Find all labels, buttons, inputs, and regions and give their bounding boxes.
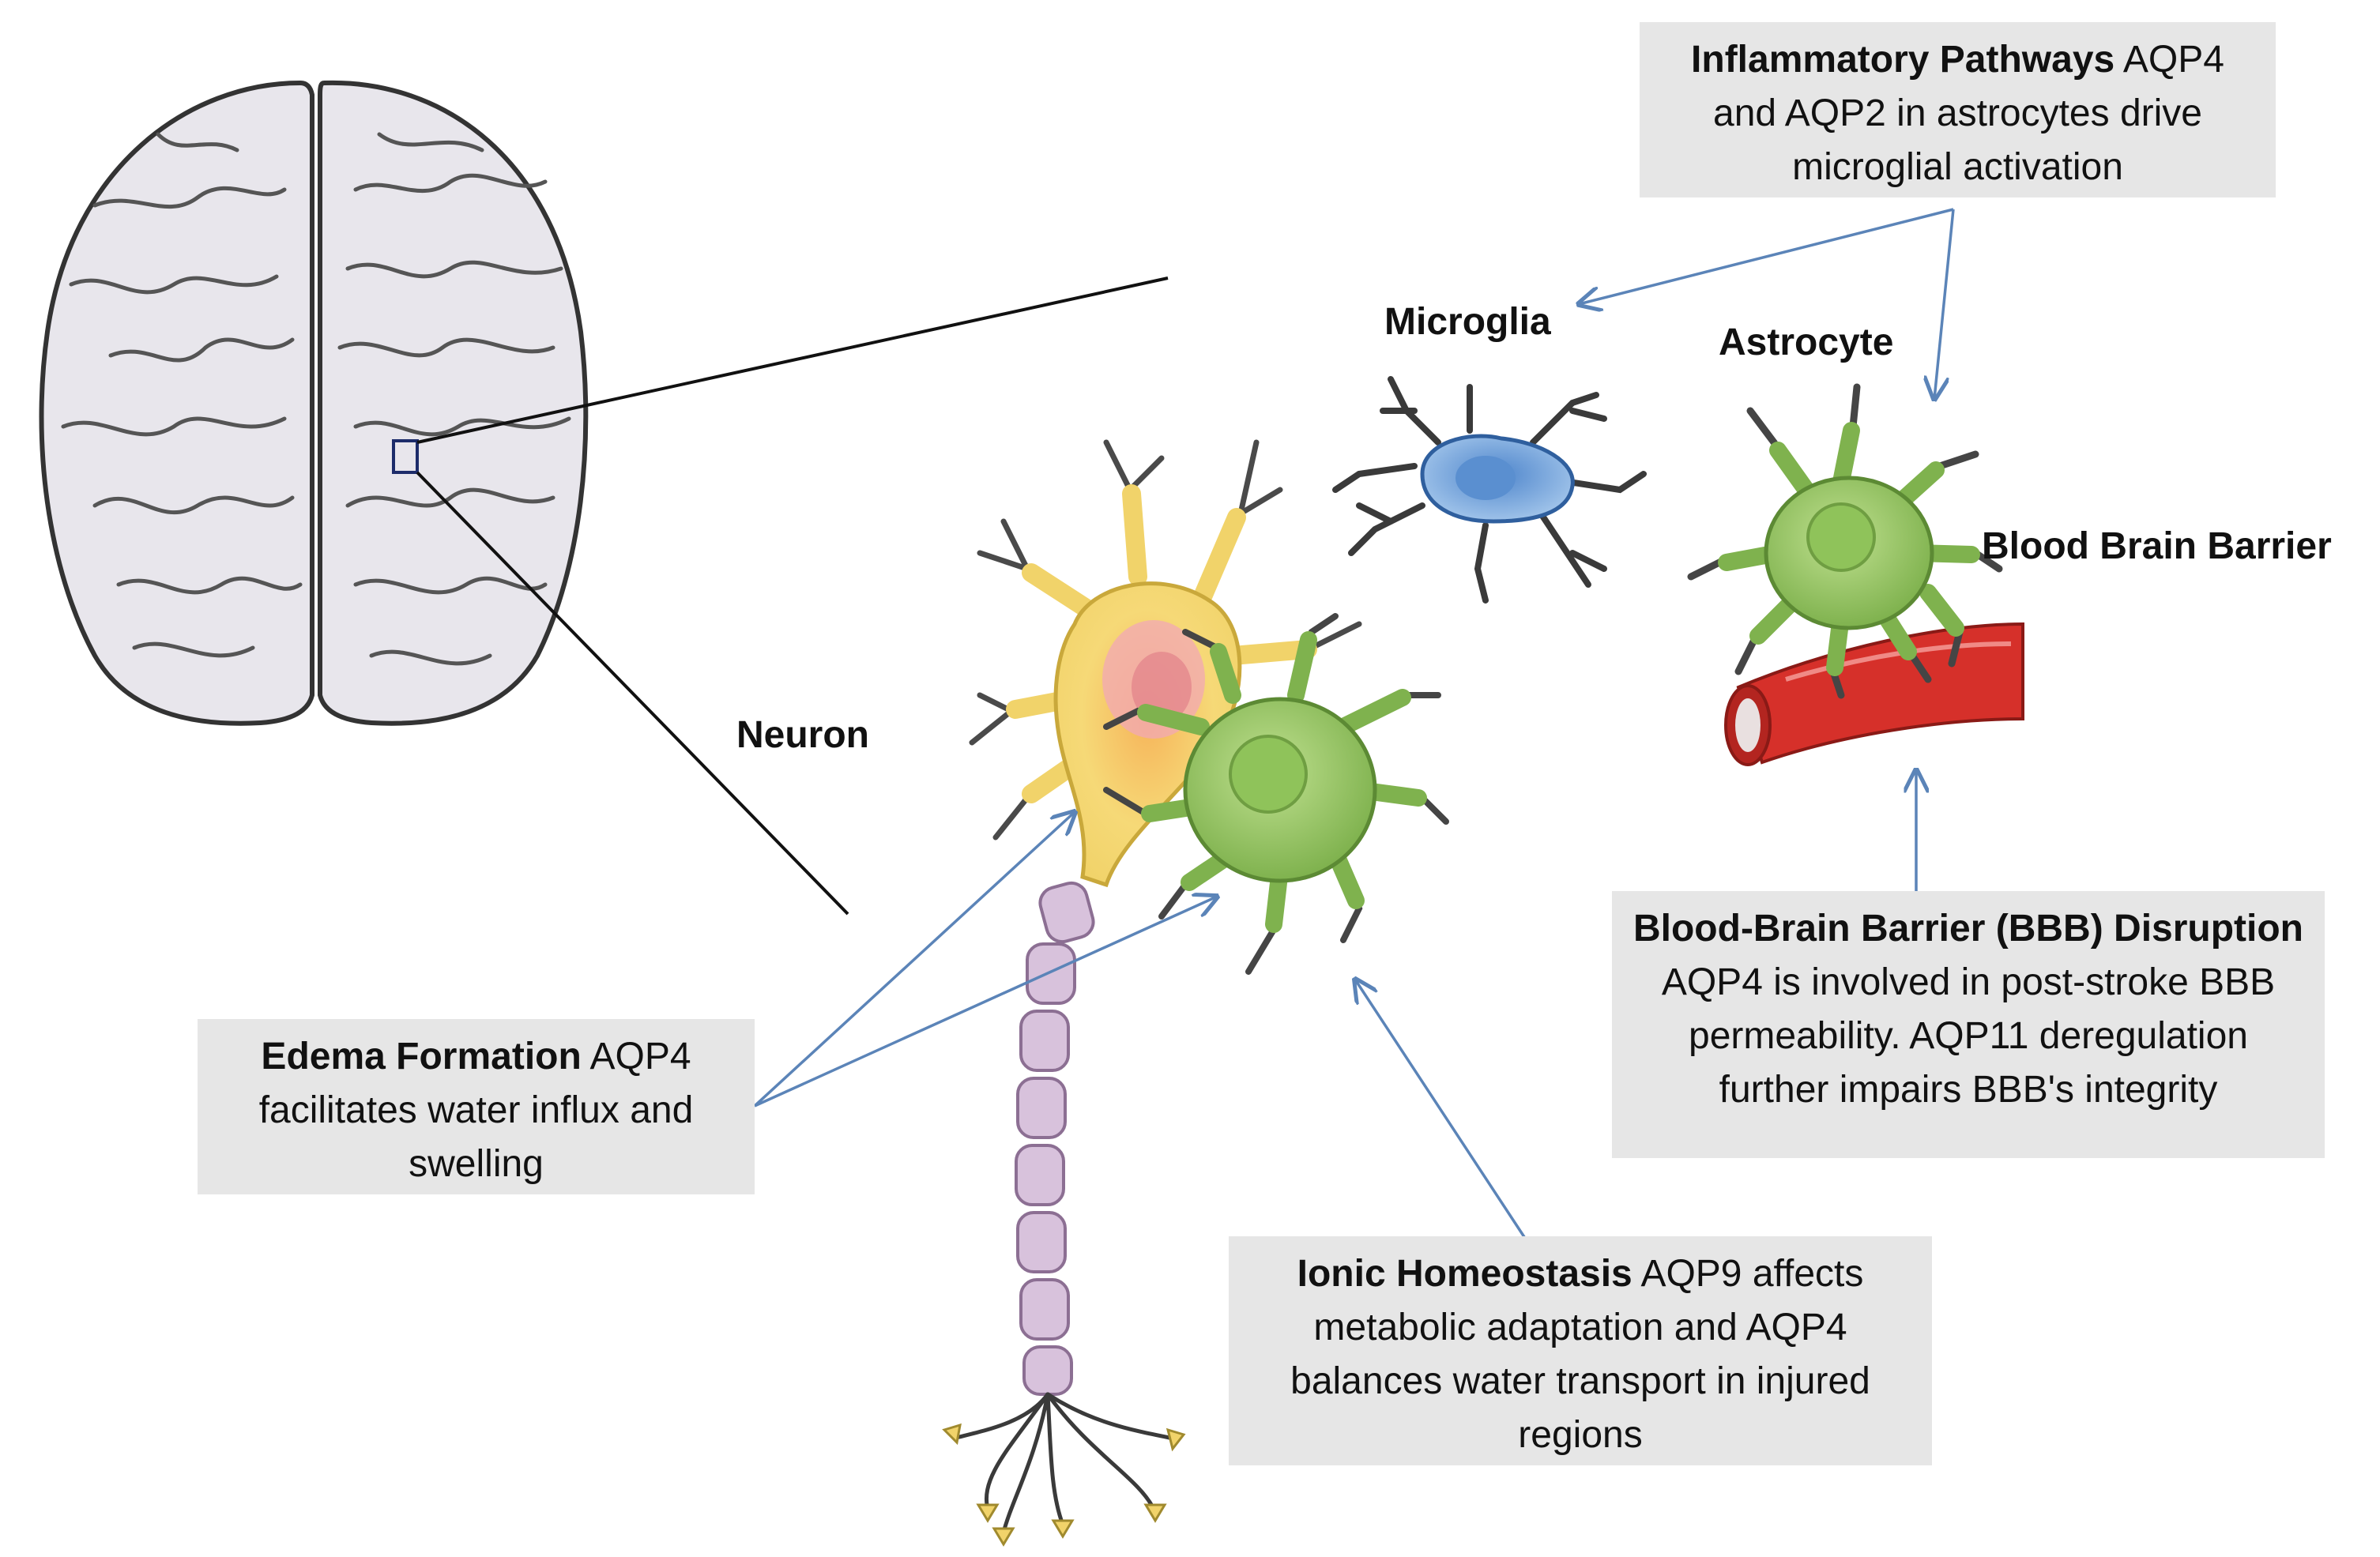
microglia-label: Microglia bbox=[1384, 301, 1551, 343]
neuron-label: Neuron bbox=[736, 714, 869, 756]
bbb-disruption-box: Blood-Brain Barrier (BBB) Disruption AQP… bbox=[1612, 891, 2325, 1158]
ionic-homeostasis-title: Ionic Homeostasis bbox=[1297, 1253, 1632, 1295]
neuron-axon-illustration bbox=[942, 881, 1186, 1547]
bbb-disruption-title: Blood-Brain Barrier (BBB) Disruption bbox=[1632, 908, 2303, 950]
inflammatory-pathways-box: Inflammatory Pathways AQP4 and AQP2 in a… bbox=[1640, 22, 2276, 197]
astrocyte-near-neuron-illustration bbox=[1103, 613, 1449, 975]
inflammatory-pathways-title: Inflammatory Pathways bbox=[1691, 39, 2115, 81]
ionic-homeostasis-text: AQP9 affects metabolic adaptation and AQ… bbox=[1290, 1253, 1870, 1456]
ionic-homeostasis-box: Ionic Homeostasis AQP9 affects metabolic… bbox=[1229, 1236, 1932, 1465]
edema-formation-title: Edema Formation bbox=[261, 1036, 582, 1077]
astrocyte-cell-illustration bbox=[1687, 383, 2003, 699]
bbb-disruption-text: AQP4 is involved in post-stroke BBB perm… bbox=[1661, 961, 2276, 1111]
edema-formation-box: Edema Formation AQP4 facilitates water i… bbox=[198, 1019, 755, 1194]
blood-vessel-illustration bbox=[1724, 622, 2024, 766]
edema-formation-text: AQP4 facilitates water influx and swelli… bbox=[258, 1036, 694, 1185]
inflammatory-pathways-text: AQP4 and AQP2 in astrocytes drive microg… bbox=[1713, 39, 2224, 188]
brain-illustration bbox=[39, 80, 1169, 916]
annotation-arrows bbox=[753, 208, 1955, 1245]
microglia-cell-illustration bbox=[1332, 376, 1647, 604]
blood-brain-barrier-label: Blood Brain Barrier bbox=[1982, 525, 2332, 567]
astrocyte-label: Astrocyte bbox=[1719, 322, 1894, 363]
